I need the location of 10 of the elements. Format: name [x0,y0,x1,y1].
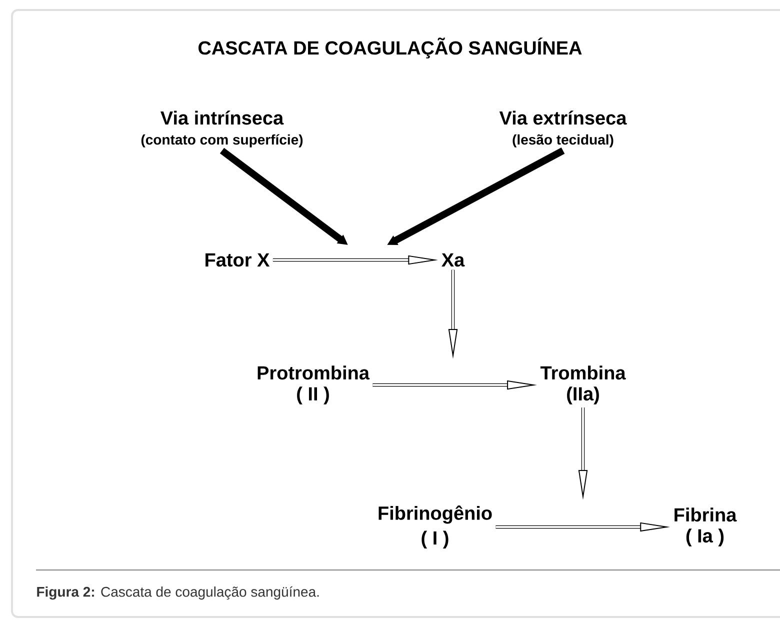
pathway-label: Via extrínseca (lesão tecidual) [499,110,627,148]
factor-label: Trombina (IIa) [540,366,626,404]
caption: Figura 2: Cascata de coagulação sangüínea. [37,586,319,600]
factor-label: Fator X [206,253,270,267]
pathway-label: Via intrínseca (contato com superfície) [141,110,303,148]
factor-label: Protrombina ( II ) [258,366,370,404]
title: CASCATA DE COAGULAÇÃO SANGUÍNEA [198,38,582,58]
factor-label: Xa [442,253,465,267]
factor-label: Fibrinogênio ( I ) [378,506,492,548]
factor-label: Fibrina ( Ia ) [674,508,737,546]
